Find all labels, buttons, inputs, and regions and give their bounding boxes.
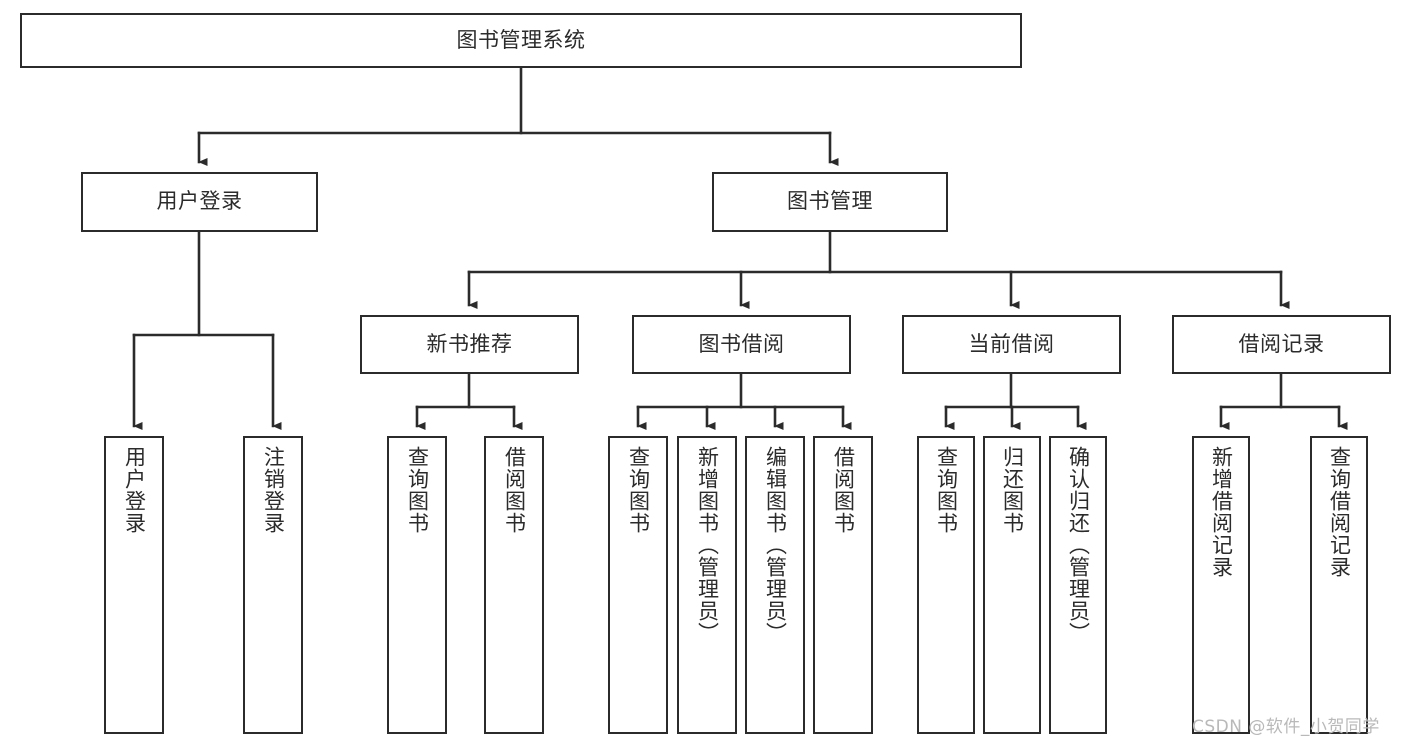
leaf-current-borrow-return-book[interactable]: 归还图书 [983,436,1041,734]
csdn-watermark: CSDN @软件_小贺同学 [1192,717,1380,737]
node-label: 图书管理 [787,189,873,214]
node-label: 查询图书 [626,446,651,534]
node-label: 编辑图书（管理员） [763,446,788,644]
leaf-new-book-borrow-book[interactable]: 借阅图书 [484,436,544,734]
leaf-book-borrow-borrow-book[interactable]: 借阅图书 [813,436,873,734]
node-label: 查询借阅记录 [1327,446,1352,578]
leaf-borrow-record-add-record[interactable]: 新增借阅记录 [1192,436,1250,734]
node-user-login[interactable]: 用户登录 [81,172,318,232]
node-label: 借阅图书 [502,446,527,534]
node-borrow-record[interactable]: 借阅记录 [1172,315,1391,374]
node-root-book-management-system[interactable]: 图书管理系统 [20,13,1022,68]
leaf-book-borrow-add-book-admin[interactable]: 新增图书（管理员） [677,436,737,734]
node-label: 借阅图书 [831,446,856,534]
node-label: 查询图书 [405,446,430,534]
node-label: 图书借阅 [698,331,785,356]
node-label: 新增借阅记录 [1209,446,1234,578]
node-book-borrow[interactable]: 图书借阅 [632,315,851,374]
leaf-borrow-record-query-record[interactable]: 查询借阅记录 [1310,436,1368,734]
leaf-user-login-login[interactable]: 用户登录 [104,436,164,734]
leaf-book-borrow-edit-book-admin[interactable]: 编辑图书（管理员） [745,436,805,734]
node-label: 新增图书（管理员） [695,446,720,644]
leaf-book-borrow-query-book[interactable]: 查询图书 [608,436,668,734]
node-book-management[interactable]: 图书管理 [712,172,948,232]
node-current-borrow[interactable]: 当前借阅 [902,315,1121,374]
leaf-new-book-query-book[interactable]: 查询图书 [387,436,447,734]
node-label: 归还图书 [1000,446,1025,534]
node-label: 用户登录 [122,446,147,534]
node-new-book-recommend[interactable]: 新书推荐 [360,315,579,374]
node-label: 确认归还（管理员） [1066,446,1091,644]
leaf-current-borrow-confirm-return-admin[interactable]: 确认归还（管理员） [1049,436,1107,734]
node-label: 用户登录 [156,189,243,214]
node-label: 查询图书 [934,446,959,534]
node-label: 借阅记录 [1238,331,1325,356]
node-label: 新书推荐 [426,331,513,356]
leaf-current-borrow-query-book[interactable]: 查询图书 [917,436,975,734]
leaf-user-login-logout[interactable]: 注销登录 [243,436,303,734]
node-label: 注销登录 [261,446,286,534]
node-label: 图书管理系统 [456,27,586,52]
node-label: 当前借阅 [968,331,1055,356]
